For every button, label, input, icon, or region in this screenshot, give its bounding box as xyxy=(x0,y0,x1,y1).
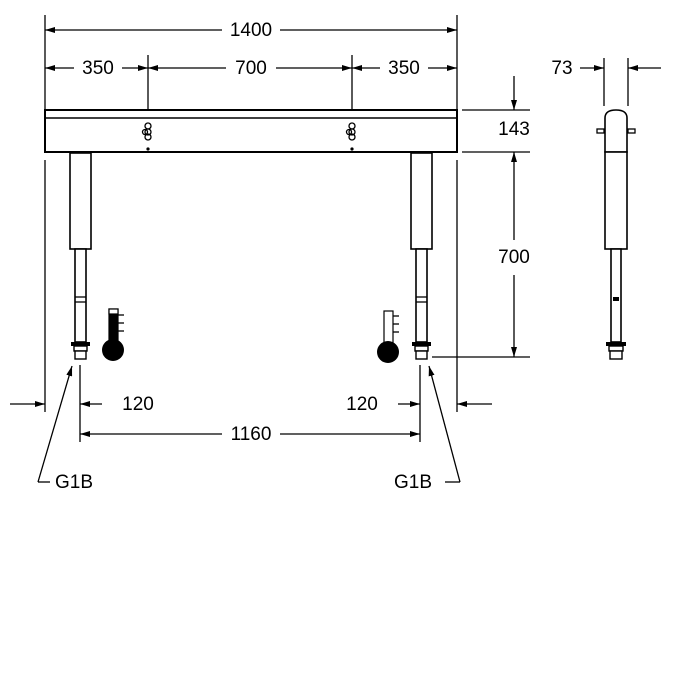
connection-label-right: G1B xyxy=(394,365,461,493)
g1b-left: G1B xyxy=(55,472,93,493)
dimension-vertical: 143 700 xyxy=(498,76,530,357)
dimension-connection-spacing: 1160 xyxy=(80,424,420,445)
g1b-right: G1B xyxy=(394,472,432,493)
dim-1160: 1160 xyxy=(231,424,272,445)
dim-700-center: 700 xyxy=(235,58,267,79)
dim-350-right: 350 xyxy=(388,58,420,79)
side-view: 73 xyxy=(551,58,661,360)
hot-water-thermometer-icon xyxy=(102,308,124,361)
cold-water-thermometer-icon xyxy=(377,310,399,363)
connection-label-left: G1B xyxy=(37,365,93,493)
frame-front-view xyxy=(44,109,458,363)
leg-left xyxy=(69,152,92,360)
dimension-spacing-row: 350 700 350 xyxy=(45,58,457,79)
dim-73: 73 xyxy=(551,58,572,79)
leg-right xyxy=(410,152,433,360)
dim-350-left: 350 xyxy=(82,58,114,79)
dim-143: 143 xyxy=(498,119,530,140)
dimension-insets: 120 120 xyxy=(10,394,492,415)
dim-120-right: 120 xyxy=(346,394,378,415)
dim-700-height: 700 xyxy=(498,247,530,268)
mounting-hook-icon xyxy=(141,122,152,151)
dim-120-left: 120 xyxy=(122,394,154,415)
dimension-overall-width: 1400 xyxy=(45,20,457,41)
dim-1400: 1400 xyxy=(230,20,272,41)
mounting-hook-icon xyxy=(345,122,356,151)
extension-lines xyxy=(44,15,629,442)
